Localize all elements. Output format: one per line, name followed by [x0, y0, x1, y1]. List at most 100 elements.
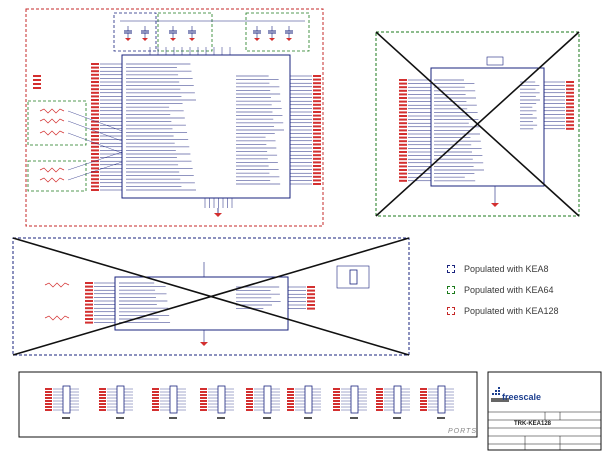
legend-item-kea128: Populated with KEA128 [447, 306, 559, 316]
kea128-pins [91, 47, 321, 217]
net-label [91, 91, 99, 94]
header-designator [217, 417, 225, 419]
resistor-icon [44, 315, 70, 321]
net-label [91, 63, 99, 65]
net-label [85, 292, 93, 295]
net-label [313, 168, 321, 171]
header-designator [62, 417, 70, 419]
company-logo-text: freescale [502, 392, 542, 402]
decoupling-capacitors [120, 20, 305, 41]
kea8-chip [114, 276, 289, 331]
net-label [566, 95, 574, 98]
net-label [313, 132, 321, 135]
net-label [399, 176, 407, 179]
net-label [287, 388, 294, 390]
net-label [399, 122, 407, 125]
header-connector [116, 385, 125, 414]
ground-icon [189, 38, 195, 41]
ground-icon [214, 213, 222, 217]
net-label [399, 107, 407, 110]
net-label [399, 147, 407, 150]
net-label [566, 120, 574, 123]
net-label [152, 406, 159, 408]
net-label [307, 304, 315, 306]
net-label [399, 97, 407, 99]
kea8-cross-b [12, 237, 410, 356]
net-label [376, 397, 383, 399]
net-label [333, 406, 340, 408]
net-label [287, 403, 294, 405]
cap-group-left [113, 12, 157, 52]
net-label [200, 409, 207, 411]
net-label [246, 394, 253, 396]
left-sub-circuits [33, 75, 123, 183]
crystal-icon [349, 269, 358, 285]
net-label [45, 388, 52, 390]
net-label [399, 133, 407, 135]
net-label [246, 397, 253, 399]
net-label [313, 150, 321, 153]
net-label [91, 156, 99, 159]
ground-icon [200, 342, 208, 346]
net-label [91, 185, 99, 188]
net-label [85, 282, 93, 284]
net-label [91, 149, 99, 152]
legend-label-kea8: Populated with KEA8 [464, 264, 549, 274]
net-label [313, 118, 321, 121]
net-label [566, 127, 574, 130]
title-block [487, 371, 602, 451]
sheet-title: PORTS [448, 428, 477, 435]
net-label [399, 151, 407, 153]
net-label [91, 124, 99, 127]
net-label [313, 147, 321, 149]
resistor-icon [39, 167, 65, 173]
net-label [91, 95, 99, 98]
net-label [399, 161, 407, 164]
net-label [91, 106, 99, 109]
net-label [91, 127, 99, 130]
header-connector [304, 385, 313, 414]
net-label [91, 120, 99, 123]
net-label [91, 66, 99, 69]
net-label [85, 314, 93, 317]
net-label [200, 403, 207, 405]
net-label [399, 125, 407, 128]
net-label [566, 84, 574, 87]
net-label [287, 406, 294, 408]
net-label [91, 99, 99, 101]
net-label [333, 397, 340, 399]
net-label [313, 75, 321, 77]
net-label [287, 409, 294, 411]
net-label [85, 307, 93, 310]
net-label [33, 79, 41, 81]
net-label [91, 189, 99, 191]
ground-icon [142, 38, 148, 41]
header-designator [169, 417, 177, 419]
net-label [45, 400, 52, 402]
net-label [45, 394, 52, 396]
resistor-icon [44, 282, 70, 288]
net-label [313, 165, 321, 167]
net-label [99, 388, 106, 390]
net-label [376, 406, 383, 408]
net-label [99, 391, 106, 393]
net-label [376, 391, 383, 393]
net-label [333, 394, 340, 396]
net-label [313, 107, 321, 110]
net-label [91, 181, 99, 184]
header-connector [437, 385, 446, 414]
net-label [566, 81, 574, 83]
header-designator [304, 417, 312, 419]
net-label [85, 289, 93, 292]
net-label [85, 303, 93, 306]
net-label [91, 131, 99, 134]
net-label [313, 78, 321, 81]
net-label [200, 394, 207, 396]
resistor-icon [39, 118, 65, 124]
resistor-icon [39, 130, 65, 136]
net-label [45, 397, 52, 399]
net-label [420, 400, 427, 402]
legend-swatch-kea64 [447, 286, 455, 294]
kea64-pins [399, 56, 574, 207]
net-label [313, 143, 321, 146]
